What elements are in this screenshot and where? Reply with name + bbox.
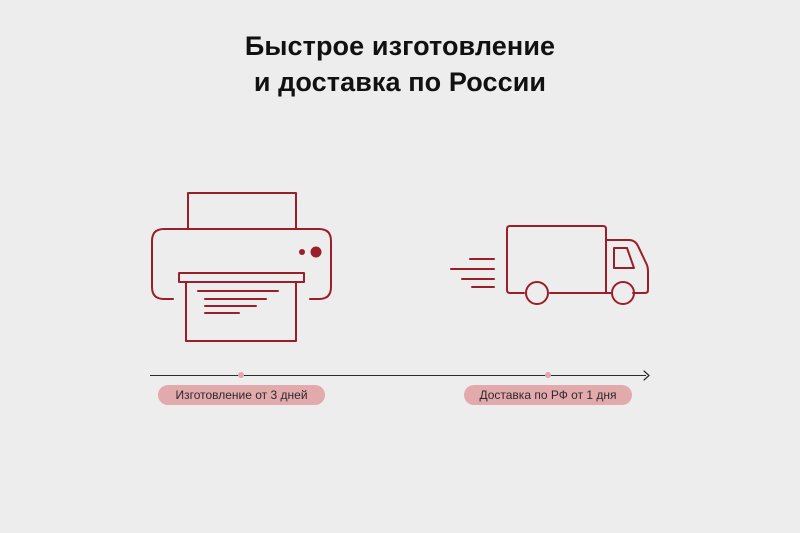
- timeline-dot-production: [238, 372, 244, 378]
- printer-light-small: [299, 249, 305, 255]
- delivery-truck-icon: [450, 225, 649, 305]
- title-line-1: Быстрое изготовление: [244, 31, 556, 61]
- printer-icon: [151, 192, 332, 342]
- delivery-time-badge: Доставка по РФ от 1 дня: [464, 385, 632, 405]
- timeline-dot-delivery: [545, 372, 551, 378]
- timeline-line: [150, 375, 646, 376]
- page-title: Быстрое изготовление и доставка по Росси…: [0, 28, 800, 100]
- production-time-badge: Изготовление от 3 дней: [158, 385, 325, 405]
- title-line-2: и доставка по России: [253, 67, 547, 97]
- printer-light-large: [310, 246, 322, 258]
- timeline-arrow-icon: [643, 370, 650, 381]
